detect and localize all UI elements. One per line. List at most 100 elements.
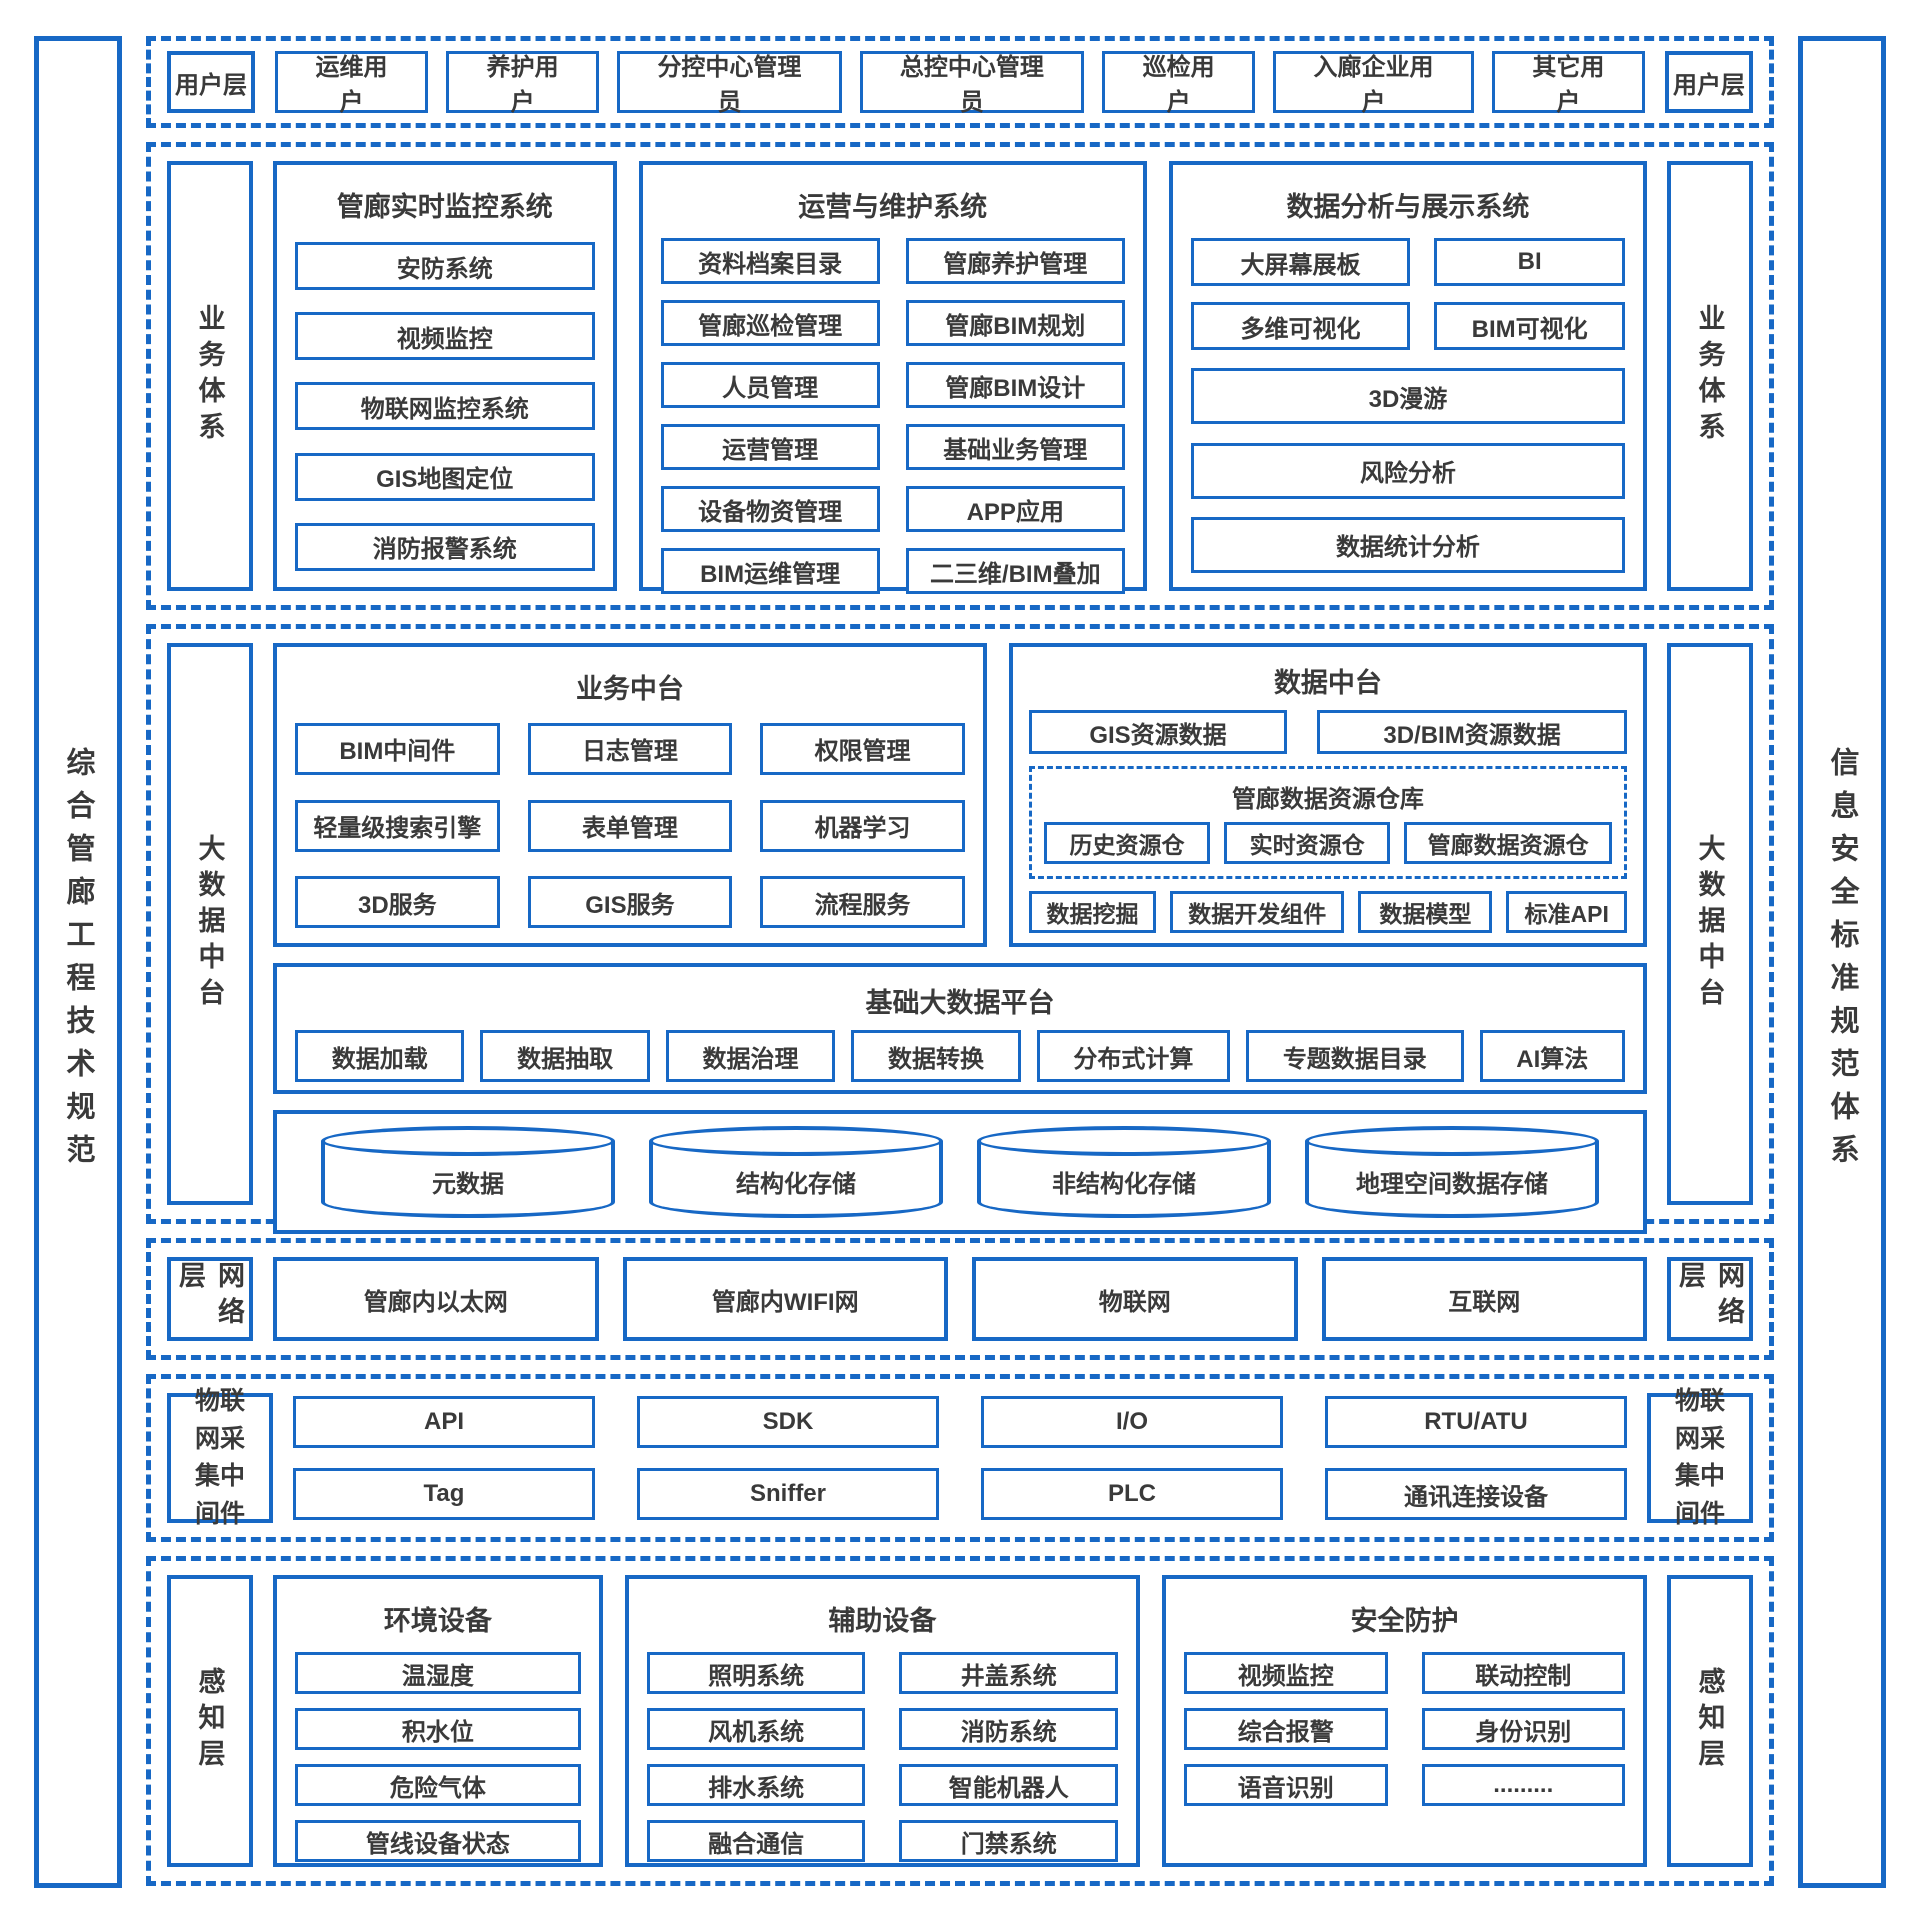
user-box: 运维用户 — [275, 51, 429, 116]
operation-maintenance-items: 资料档案目录管廊养护管理管廊巡检管理管廊BIM规划人员管理管廊BIM设计运营管理… — [660, 238, 1125, 594]
security-item-box: 综合报警 — [1184, 1708, 1388, 1750]
perception-layer-left-label: 感知层 — [167, 1575, 253, 1867]
pipeline-data-warehouse-title: 管廊数据资源仓库 — [1231, 786, 1424, 813]
iot-middleware-left-label: 物联网采集中间件 — [167, 1387, 273, 1528]
platform-item-box: 专题数据目录 — [1246, 1030, 1464, 1082]
operation-item-box: 管廊BIM设计 — [905, 362, 1125, 408]
data-tool-item-box: 数据模型 — [1358, 891, 1493, 933]
user-layer-band: 用户层 运维用户养护用户分控中心管理员总控中心管理员巡检用户入廊企业用户其它用户… — [146, 36, 1774, 128]
user-box: 入廊企业用户 — [1273, 51, 1474, 116]
business-mid-item-box: 3D服务 — [295, 876, 500, 929]
platform-item-box: 数据治理 — [665, 1030, 836, 1082]
iot-middleware-right-label: 物联网采集中间件 — [1647, 1387, 1753, 1528]
analysis-item-box: BIM可视化 — [1434, 302, 1625, 350]
business-mid-item-box: 权限管理 — [760, 722, 965, 775]
environment-devices-title: 环境设备 — [383, 1606, 492, 1636]
warehouse-item-box: 历史资源仓 — [1043, 822, 1211, 864]
auxiliary-item-box: 井盖系统 — [899, 1652, 1119, 1694]
cylinder-top-shape — [649, 1126, 943, 1156]
iot-item-box: Sniffer — [637, 1468, 939, 1520]
data-middle-platform-title: 数据中台 — [1273, 668, 1382, 698]
perception-layer-band: 感知层 环境设备 温湿度积水位危险气体管线设备状态 辅助设备 照明系统井盖系统风… — [146, 1556, 1774, 1886]
database-cylinder: 结构化存储 — [649, 1126, 943, 1218]
network-layer-right-label: 网络层 — [1667, 1257, 1753, 1341]
analysis-wide-box: 3D漫游 — [1190, 368, 1625, 425]
security-protection-group: 安全防护 视频监控联动控制综合报警身份识别语音识别......... — [1162, 1575, 1647, 1867]
network-layer-band: 网络层 管廊内以太网管廊内WIFI网物联网互联网 网络层 — [146, 1238, 1774, 1360]
environment-devices-group: 环境设备 温湿度积水位危险气体管线设备状态 — [273, 1575, 603, 1867]
monitoring-item-box: GIS地图定位 — [295, 452, 595, 501]
cylinder-label: 非结构化存储 — [1052, 1171, 1196, 1198]
operation-item-box: 运营管理 — [660, 424, 880, 470]
database-cylinder: 地理空间数据存储 — [1305, 1126, 1599, 1218]
operation-item-box: 管廊BIM规划 — [905, 300, 1125, 346]
business-layer-left-label: 业务体系 — [167, 161, 253, 591]
data-mid-item-box: GIS资源数据 — [1028, 710, 1288, 754]
cylinder-top-shape — [1305, 1126, 1599, 1156]
platform-item-box: 数据抽取 — [480, 1030, 650, 1082]
platform-item-box: AI算法 — [1479, 1030, 1625, 1082]
bigdata-layer-right-label: 大数据中台 — [1667, 643, 1753, 1205]
security-item-box: 语音识别 — [1184, 1764, 1388, 1806]
operation-item-box: 设备物资管理 — [660, 486, 880, 532]
data-analysis-title: 数据分析与展示系统 — [1286, 192, 1530, 222]
analysis-wide-box: 数据统计分析 — [1190, 516, 1625, 573]
auxiliary-item-box: 门禁系统 — [899, 1820, 1119, 1862]
operation-item-box: 管廊巡检管理 — [660, 300, 880, 346]
security-item-box: 身份识别 — [1421, 1708, 1625, 1750]
layers-column: 用户层 运维用户养护用户分控中心管理员总控中心管理员巡检用户入廊企业用户其它用户… — [146, 36, 1774, 1888]
operation-item-box: 基础业务管理 — [905, 424, 1125, 470]
operation-item-box: 人员管理 — [660, 362, 880, 408]
operation-item-box: 资料档案目录 — [660, 238, 880, 284]
network-item-box: 管廊内WIFI网 — [622, 1257, 948, 1341]
perception-groups: 环境设备 温湿度积水位危险气体管线设备状态 辅助设备 照明系统井盖系统风机系统消… — [273, 1575, 1647, 1867]
operation-item-box: BIM运维管理 — [660, 548, 880, 594]
data-mid-bottom-items: 数据挖掘数据开发组件数据模型标准API — [1028, 891, 1627, 933]
environment-item-box: 温湿度 — [295, 1652, 581, 1694]
security-item-box: ......... — [1421, 1764, 1625, 1806]
iot-item-box: API — [293, 1396, 595, 1448]
iot-item-box: RTU/ATU — [1325, 1396, 1627, 1448]
platform-item-box: 分布式计算 — [1036, 1030, 1231, 1082]
data-tool-item-box: 标准API — [1506, 891, 1627, 933]
pipeline-data-warehouse-group: 管廊数据资源仓库 历史资源仓实时资源仓管廊数据资源仓 — [1028, 766, 1627, 879]
operation-item-box: 二三维/BIM叠加 — [905, 548, 1125, 594]
business-mid-item-box: 日志管理 — [527, 722, 733, 775]
auxiliary-devices-group: 辅助设备 照明系统井盖系统风机系统消防系统排水系统智能机器人融合通信门禁系统 — [624, 1575, 1141, 1867]
business-mid-item-box: 轻量级搜索引擎 — [295, 799, 500, 852]
realtime-monitoring-title: 管廊实时监控系统 — [336, 192, 553, 222]
warehouse-item-box: 实时资源仓 — [1224, 822, 1391, 864]
monitoring-item-box: 消防报警系统 — [295, 522, 595, 571]
cylinder-top-shape — [977, 1126, 1271, 1156]
cylinder-label: 地理空间数据存储 — [1356, 1171, 1549, 1198]
user-box: 其它用户 — [1491, 51, 1645, 116]
left-standards-bar: 综合管廊工程技术规范 — [34, 36, 122, 1888]
iot-item-box: Tag — [293, 1468, 595, 1520]
user-box: 养护用户 — [446, 51, 600, 116]
auxiliary-item-box: 排水系统 — [646, 1764, 866, 1806]
auxiliary-item-box: 智能机器人 — [899, 1764, 1119, 1806]
data-analysis-wide-items: 3D漫游风险分析数据统计分析 — [1190, 366, 1625, 575]
platform-item-box: 数据转换 — [851, 1030, 1021, 1082]
cylinder-label: 元数据 — [431, 1171, 504, 1198]
business-mid-item-box: GIS服务 — [527, 876, 733, 929]
security-item-box: 视频监控 — [1184, 1652, 1388, 1694]
environment-item-box: 积水位 — [295, 1708, 581, 1750]
monitoring-item-box: 物联网监控系统 — [295, 382, 595, 431]
monitoring-item-box: 安防系统 — [295, 242, 595, 291]
cylinder-label: 结构化存储 — [735, 1171, 856, 1198]
operation-maintenance-title: 运营与维护系统 — [798, 192, 988, 222]
network-item-box: 管廊内以太网 — [273, 1257, 599, 1341]
user-box: 总控中心管理员 — [859, 51, 1085, 116]
